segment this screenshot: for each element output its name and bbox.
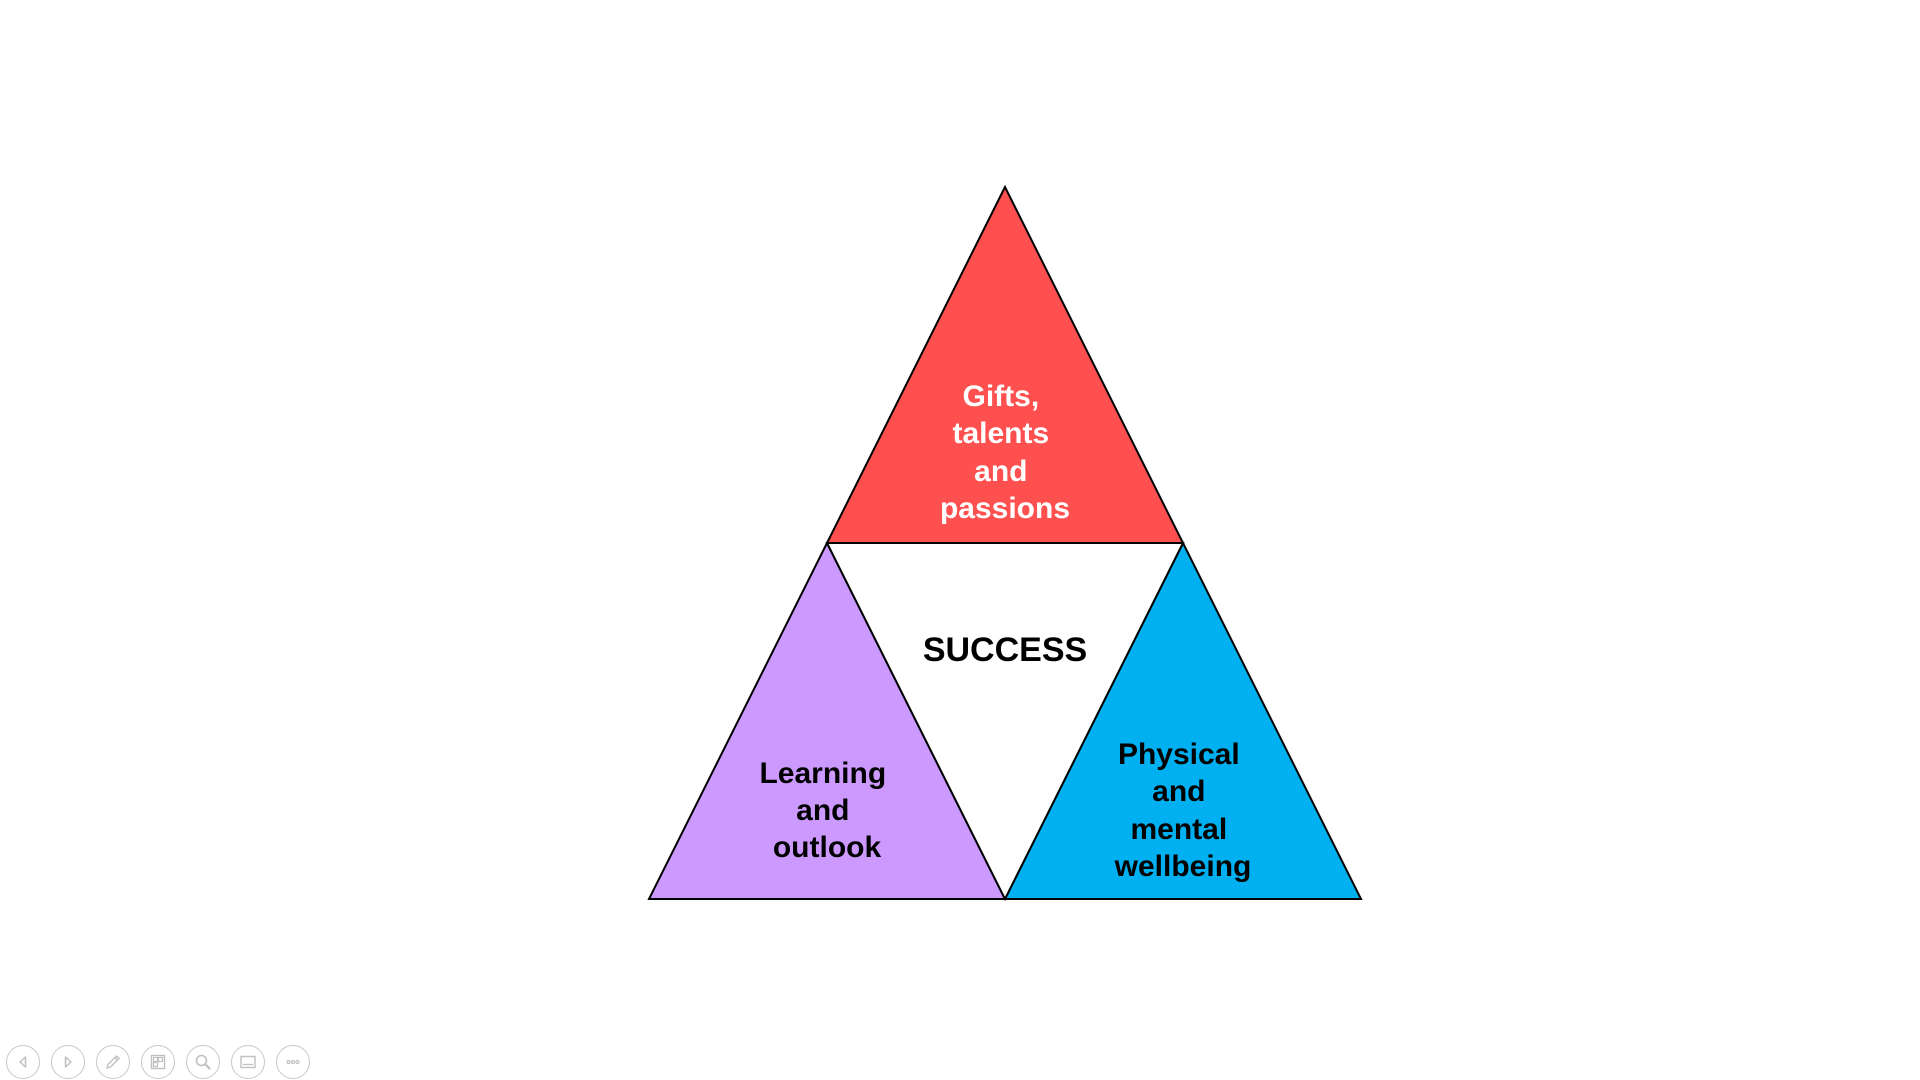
subtitles-icon (240, 1055, 256, 1069)
chevron-left-icon (19, 1056, 27, 1068)
chevron-right-icon (64, 1056, 72, 1068)
right-triangle-label: Physical and mental wellbeing (1114, 738, 1252, 883)
more-options-button[interactable] (276, 1045, 310, 1079)
magnifier-icon (195, 1054, 211, 1070)
subtitles-button[interactable] (231, 1045, 265, 1079)
right-label-line: and (1152, 775, 1205, 808)
see-all-slides-button[interactable] (141, 1045, 175, 1079)
center-triangle (825, 542, 1185, 902)
next-slide-button[interactable] (51, 1045, 85, 1079)
top-triangle-label: Gifts, talents and passions (940, 380, 1070, 525)
pen-icon (106, 1055, 120, 1069)
slides-grid-icon (150, 1054, 166, 1070)
top-label-line: and (974, 455, 1027, 488)
left-label-line: Learning (759, 757, 886, 790)
zoom-button[interactable] (186, 1045, 220, 1079)
left-triangle-label: Learning and outlook (759, 757, 894, 864)
right-label-line: Physical (1118, 738, 1240, 771)
more-icon (286, 1059, 300, 1065)
left-label-line: and (796, 794, 849, 827)
center-label: SUCCESS (923, 631, 1087, 669)
top-label-line: passions (940, 492, 1070, 525)
right-label-line: mental (1130, 813, 1227, 846)
top-triangle (825, 184, 1185, 544)
pen-tool-button[interactable] (96, 1045, 130, 1079)
top-label-line: Gifts, (962, 380, 1039, 413)
left-label-line: outlook (773, 831, 882, 864)
previous-slide-button[interactable] (6, 1045, 40, 1079)
slideshow-toolbar (6, 1044, 310, 1080)
top-label-line: talents (952, 417, 1049, 450)
right-label-line: wellbeing (1114, 850, 1252, 883)
